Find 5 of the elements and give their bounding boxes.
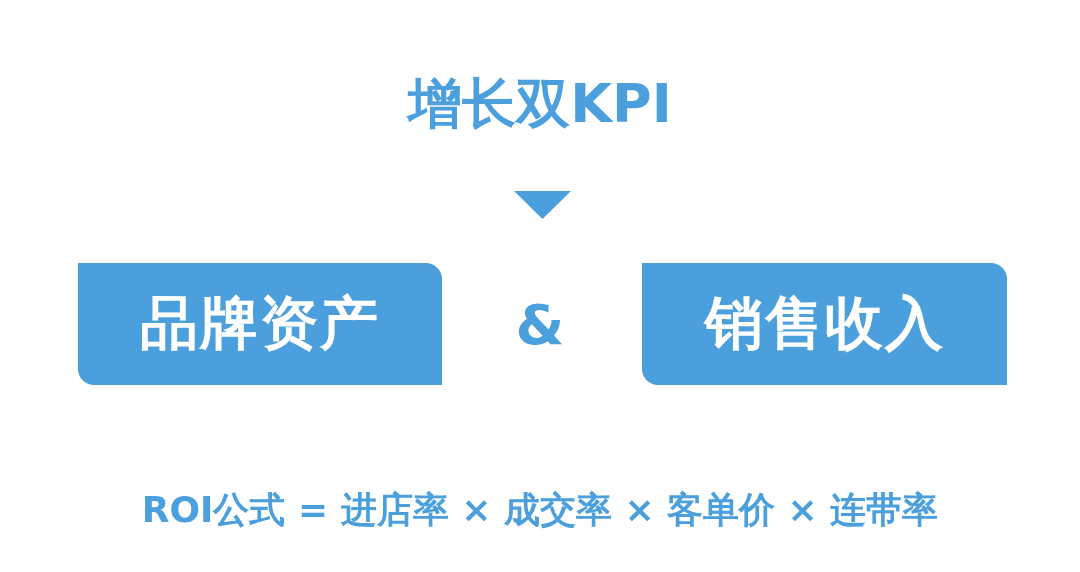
ampersand: &: [514, 292, 566, 357]
formula-text: ROI公式 = 进店率 × 成交率 × 客单价 × 连带率: [140, 488, 940, 532]
title: 增长双KPI: [405, 71, 673, 137]
kpi-box: 销售收入: [642, 263, 1007, 385]
kpi-box: 品牌资产: [78, 263, 442, 385]
